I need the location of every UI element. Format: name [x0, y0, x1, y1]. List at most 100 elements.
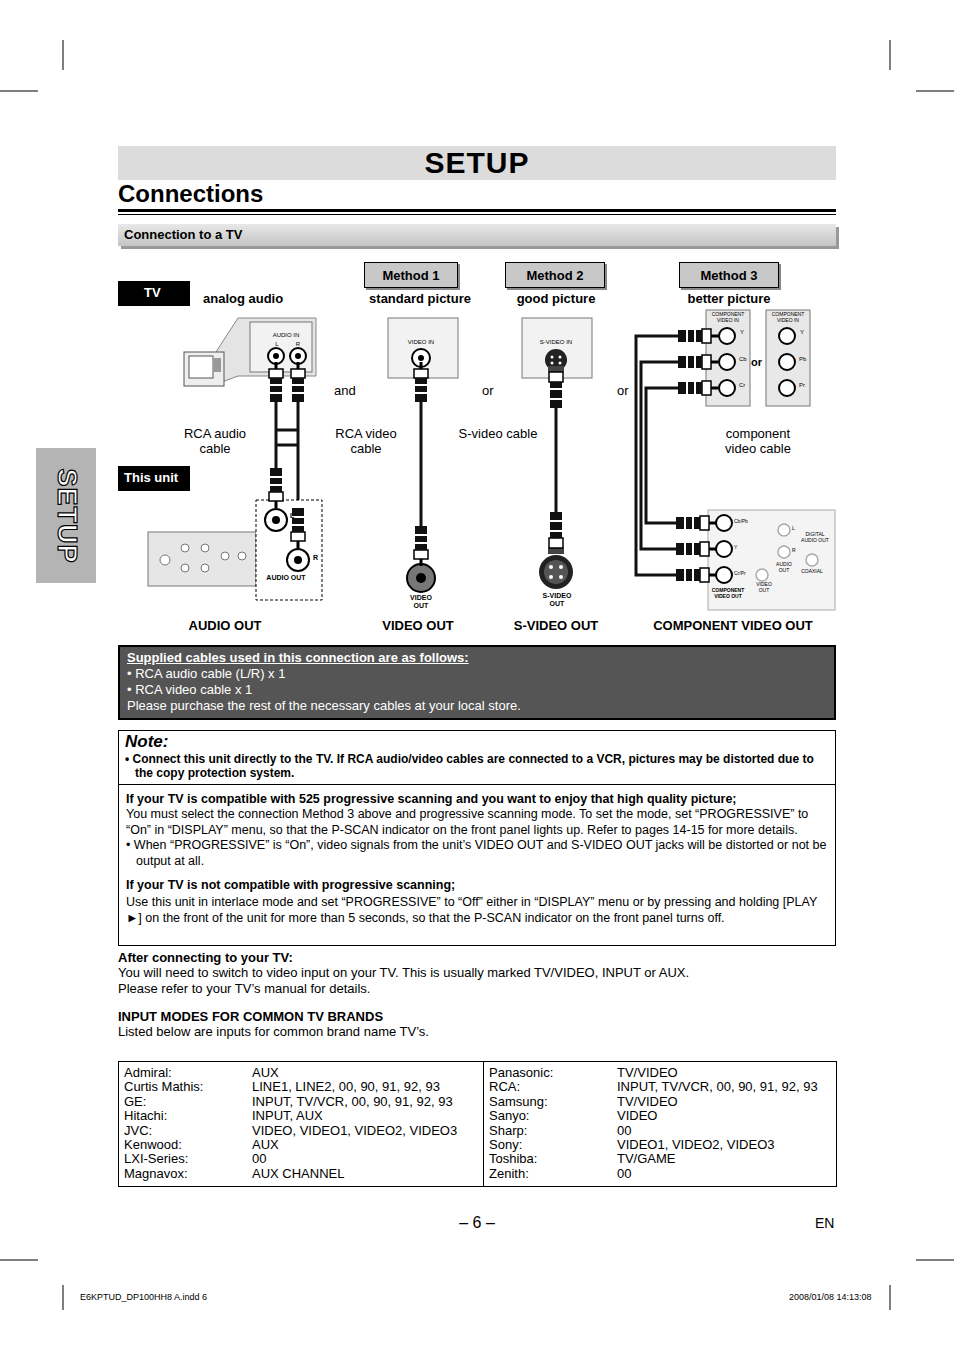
table-cell: VIDEO — [617, 1109, 657, 1124]
text-label: or — [751, 356, 762, 369]
text-label: S-VIDEO OUT — [514, 619, 599, 634]
table-cell: Admiral: — [124, 1066, 172, 1081]
jack-label: COMPONENT VIDEO IN — [708, 312, 748, 324]
jack-label: Y — [740, 329, 744, 336]
node-text: • When “PROGRESSIVE” is “On”, video sign… — [126, 838, 828, 869]
table-cell: AUX CHANNEL — [252, 1167, 344, 1182]
table-cell: 00 — [617, 1167, 631, 1182]
text-label: RCA audio cable — [175, 427, 255, 457]
jack-label: VIDEO IN — [408, 339, 434, 346]
node-text: Method 1 — [365, 268, 457, 283]
table-cell: TV/GAME — [617, 1152, 676, 1167]
progressive-box: If your TV is compatible with 525 progre… — [118, 784, 836, 946]
table-cell: Kenwood: — [124, 1138, 182, 1153]
table-cell: Samsung: — [489, 1095, 548, 1110]
jack-label: L — [290, 512, 294, 520]
note-box: Note:• Connect this unit directly to the… — [118, 730, 836, 785]
jack-label: S-VIDEO IN — [540, 339, 572, 346]
text-label: Connections — [118, 180, 263, 208]
jack-label: L — [275, 341, 278, 348]
jack-label: VIDEO OUT — [406, 594, 436, 610]
section-band: Connection to a TV — [118, 224, 836, 246]
table-cell: JVC: — [124, 1124, 152, 1139]
page-title: SETUP — [118, 146, 836, 180]
table-cell: INPUT, AUX — [252, 1109, 323, 1124]
method-box: Method 2 — [505, 262, 605, 288]
jack-label: AUDIO OUT — [266, 574, 306, 582]
jack-label: Pb — [799, 356, 806, 363]
jack-label: Cr — [739, 382, 745, 389]
side-tab: SETUP — [36, 448, 96, 583]
node-text: If your TV is compatible with 525 progre… — [126, 791, 828, 807]
device-tag: TV — [118, 281, 190, 306]
text-label: and — [334, 384, 356, 399]
text-label: 2008/01/08 14:13:08 — [789, 1292, 872, 1302]
device-tag: This unit — [118, 466, 190, 491]
text-label: You will need to switch to video input o… — [118, 966, 689, 981]
table-cell: 00 — [617, 1124, 631, 1139]
jack-label: COMPONENT VIDEO IN — [768, 312, 808, 324]
table-cell: VIDEO1, VIDEO2, VIDEO3 — [617, 1138, 775, 1153]
table-cell: GE: — [124, 1095, 146, 1110]
text-label: RCA video cable — [331, 427, 401, 457]
text-label: Please refer to your TV’s manual for det… — [118, 982, 370, 997]
text-label: – 6 – — [459, 1214, 495, 1232]
jack-label: S-VIDEO OUT — [537, 592, 577, 608]
table-cell: Toshiba: — [489, 1152, 537, 1167]
node-text: This unit — [124, 470, 190, 485]
text-label: After connecting to your TV: — [118, 951, 293, 966]
node-text: • RCA video cable x 1 — [127, 682, 827, 698]
method-box: Method 3 — [679, 262, 779, 288]
jack-label: Cb — [739, 356, 747, 363]
node-text: Connection to a TV — [124, 226, 830, 244]
text-label: E6KPTUD_DP100HH8 A.indd 6 — [80, 1292, 207, 1302]
node-text: Use this unit in interlace mode and set … — [126, 895, 828, 926]
supplied-cables-box: Supplied cables used in this connection … — [118, 645, 836, 720]
jack-label: AUDIO IN — [273, 332, 300, 339]
text-label: or — [617, 384, 629, 399]
node-text: TV — [144, 285, 190, 300]
text-label: INPUT MODES FOR COMMON TV BRANDS — [118, 1010, 383, 1025]
jack-label: AUDIO OUT — [773, 562, 795, 574]
node-text: • RCA audio cable (L/R) x 1 — [127, 666, 827, 682]
table-cell: LXI-Series: — [124, 1152, 188, 1167]
table-cell: VIDEO, VIDEO1, VIDEO2, VIDEO3 — [252, 1124, 457, 1139]
text-label: VIDEO OUT — [382, 619, 454, 634]
node-text: Supplied cables used in this connection … — [127, 650, 827, 666]
text-label: or — [482, 384, 494, 399]
table-cell: INPUT, TV/VCR, 00, 90, 91, 92, 93 — [617, 1080, 818, 1095]
table-cell: TV/VIDEO — [617, 1066, 678, 1081]
jack-label: COAXIAL — [801, 569, 823, 575]
node-text: SETUP — [51, 468, 82, 563]
table-cell: Hitachi: — [124, 1109, 167, 1124]
text-label: AUDIO OUT — [189, 619, 262, 634]
text-label: COMPONENT VIDEO OUT — [653, 619, 813, 634]
jack-label: Y — [734, 545, 737, 551]
node-text: Method 2 — [506, 268, 604, 283]
text-label: EN — [815, 1215, 834, 1231]
table-cell: Sharp: — [489, 1124, 527, 1139]
node-text: If your TV is not compatible with progre… — [126, 877, 828, 893]
jack-label: Cb/Pb — [734, 519, 748, 525]
jack-label: Cr/Pr — [734, 571, 746, 577]
table-cell: 00 — [252, 1152, 266, 1167]
node-text: • Connect this unit directly to the TV. … — [125, 752, 829, 780]
table-cell: AUX — [252, 1066, 279, 1081]
jack-label: Y — [800, 329, 804, 336]
node-text: You must select the connection Method 3 … — [126, 807, 828, 838]
jack-label: Pr — [799, 382, 805, 389]
table-cell: Zenith: — [489, 1167, 529, 1182]
text-label: better picture — [687, 292, 770, 307]
jack-label: R — [296, 341, 300, 348]
text-label: component video cable — [713, 427, 803, 457]
method-box: Method 1 — [364, 262, 458, 288]
table-cell: TV/VIDEO — [617, 1095, 678, 1110]
text-label: good picture — [517, 292, 596, 307]
text-label: analog audio — [203, 292, 283, 307]
node-text: Please purchase the rest of the necessar… — [127, 698, 827, 714]
table-cell: Panasonic: — [489, 1066, 553, 1081]
text-label: S-video cable — [459, 427, 538, 442]
jack-label: R — [313, 554, 318, 562]
table-cell: AUX — [252, 1138, 279, 1153]
